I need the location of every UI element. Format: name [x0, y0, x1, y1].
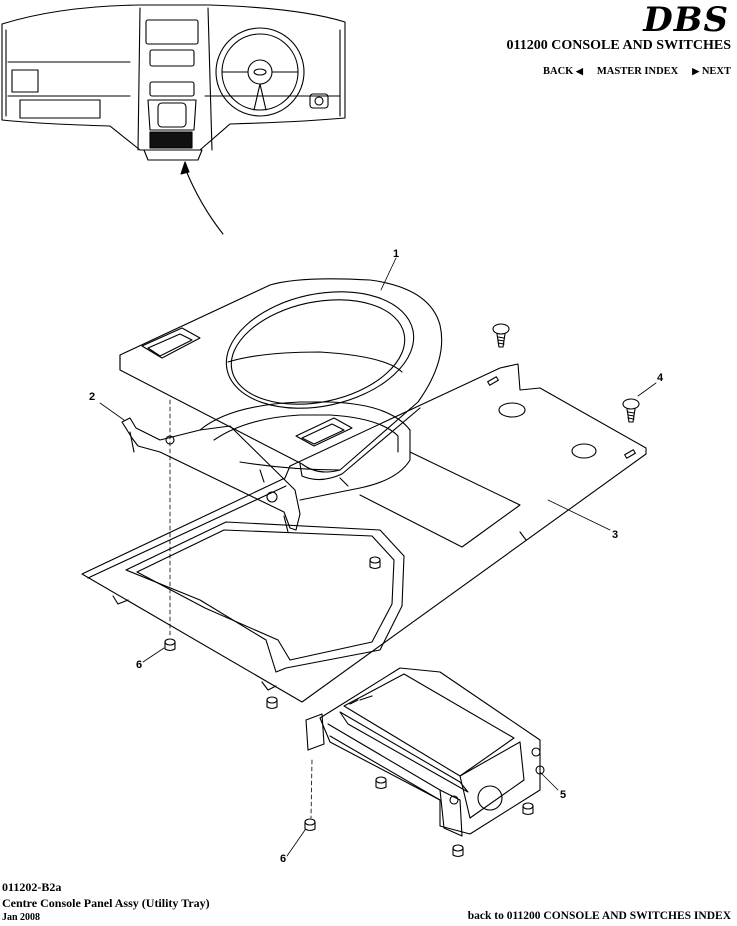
alignment-lines — [169, 399, 313, 819]
screw-4b — [622, 398, 640, 423]
dashboard-inset — [1, 4, 346, 235]
bolt-6g — [452, 844, 464, 858]
dbs-logo: DBS — [643, 0, 729, 40]
bolt-6e — [522, 802, 534, 816]
master-index-link[interactable]: MASTER INDEX — [596, 66, 679, 77]
back-to-index-link[interactable]: back to 011200 CONSOLE AND SWITCHES INDE… — [467, 910, 731, 922]
console-panel-top — [119, 278, 443, 487]
nav-bar: BACK ◀ MASTER INDEX ▶ NEXT — [543, 66, 731, 77]
leader-lines — [99, 257, 657, 857]
bracket-frame — [121, 401, 411, 533]
section-title: 011200 CONSOLE AND SWITCHES — [506, 38, 731, 53]
callout-6-upper: 6 — [136, 659, 142, 671]
bolt-6b — [369, 556, 381, 570]
fasteners — [164, 323, 640, 858]
bolt-6f — [304, 818, 316, 832]
diagram-code: 011202-B2a — [2, 880, 62, 894]
callout-1: 1 — [393, 248, 399, 260]
callout-2: 2 — [89, 391, 95, 403]
console-base-panel — [81, 363, 647, 703]
callout-3: 3 — [612, 529, 618, 541]
callout-5: 5 — [560, 789, 566, 801]
screw-4a — [492, 323, 510, 348]
diagram-description: Centre Console Panel Assy (Utility Tray) — [2, 896, 210, 910]
left-arrow-icon: ◀ — [575, 66, 583, 76]
diagram-date: Jan 2008 — [2, 912, 41, 923]
bolt-6d — [375, 776, 387, 790]
bolt-6a — [164, 638, 176, 652]
back-link[interactable]: BACK ◀ — [542, 66, 583, 77]
callout-6-lower: 6 — [280, 853, 286, 865]
utility-tray-mechanism — [305, 667, 545, 837]
right-arrow-icon: ▶ — [692, 66, 700, 76]
next-link[interactable]: ▶ NEXT — [692, 66, 731, 77]
bolt-6c — [266, 696, 278, 710]
callout-4: 4 — [657, 372, 664, 384]
